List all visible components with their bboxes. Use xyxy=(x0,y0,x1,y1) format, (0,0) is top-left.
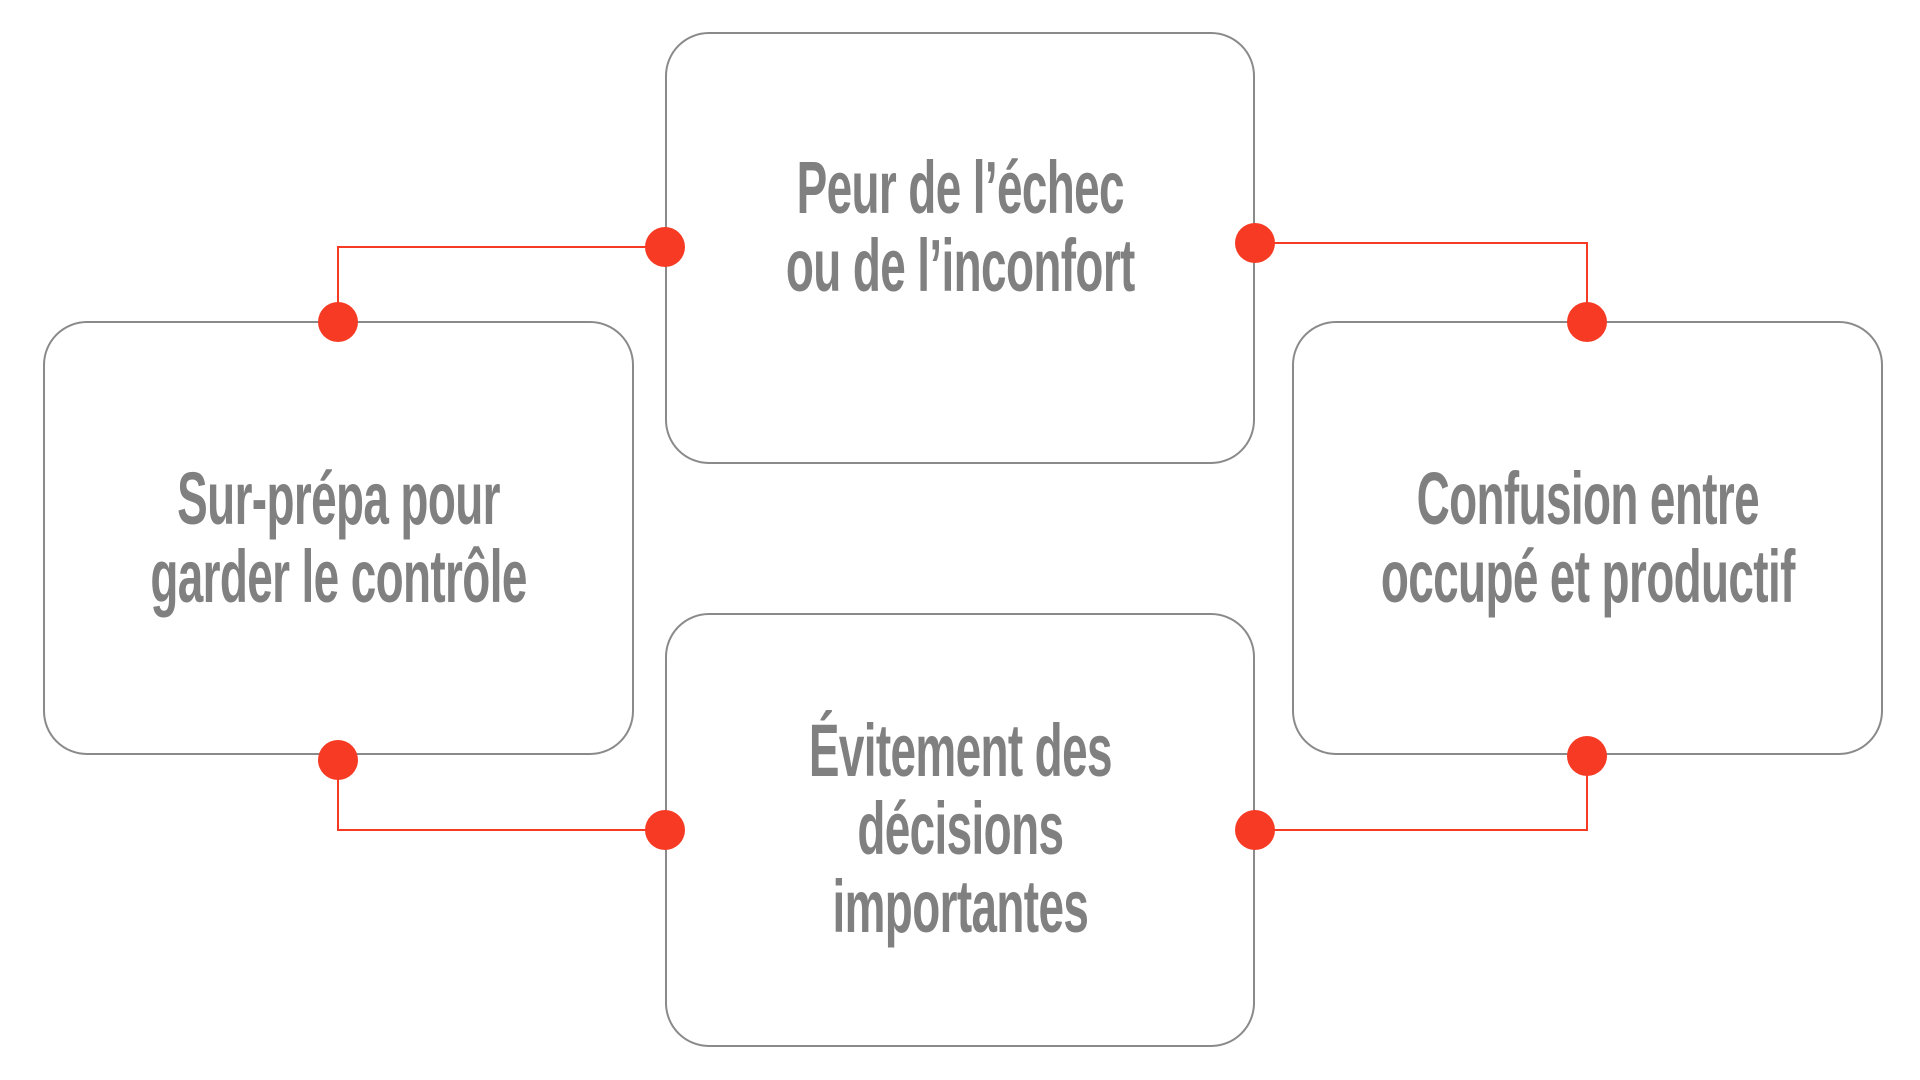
node-busy-vs-productive: Confusion entre occupé et productif xyxy=(1292,321,1883,755)
node-label-line: décisions xyxy=(856,787,1064,870)
node-label-line: ou de l’inconfort xyxy=(785,224,1135,307)
node-label-line: Sur-prépa pour xyxy=(177,457,500,540)
connector-dot xyxy=(318,740,358,780)
connector-dot xyxy=(645,810,685,850)
node-label-line: importantes xyxy=(832,865,1088,948)
node-label: Confusion entre occupé et productif xyxy=(1380,457,1796,618)
connector-dot xyxy=(1567,302,1607,342)
connector-bottom-to-left xyxy=(337,760,665,831)
connector-dot xyxy=(1235,223,1275,263)
connector-dot xyxy=(645,227,685,267)
connector-top-to-right xyxy=(1255,242,1588,321)
node-label: Évitement des décisions importantes xyxy=(808,709,1112,948)
node-label-line: Confusion entre xyxy=(1416,457,1759,540)
node-label-line: Évitement des xyxy=(808,709,1112,792)
node-label-line: occupé et productif xyxy=(1380,535,1796,618)
node-label-line: Peur de l’échec xyxy=(796,146,1124,229)
node-fear-of-failure: Peur de l’échec ou de l’inconfort xyxy=(665,32,1255,464)
connector-left-to-top xyxy=(337,246,665,321)
connector-right-to-bottom xyxy=(1255,755,1588,831)
node-decision-avoidance: Évitement des décisions importantes xyxy=(665,613,1255,1047)
connector-dot xyxy=(318,302,358,342)
connector-dot xyxy=(1567,736,1607,776)
node-label-line: garder le contrôle xyxy=(150,535,527,618)
node-label: Sur-prépa pour garder le contrôle xyxy=(150,457,527,618)
connector-dot xyxy=(1235,810,1275,850)
node-label: Peur de l’échec ou de l’inconfort xyxy=(786,149,1135,305)
